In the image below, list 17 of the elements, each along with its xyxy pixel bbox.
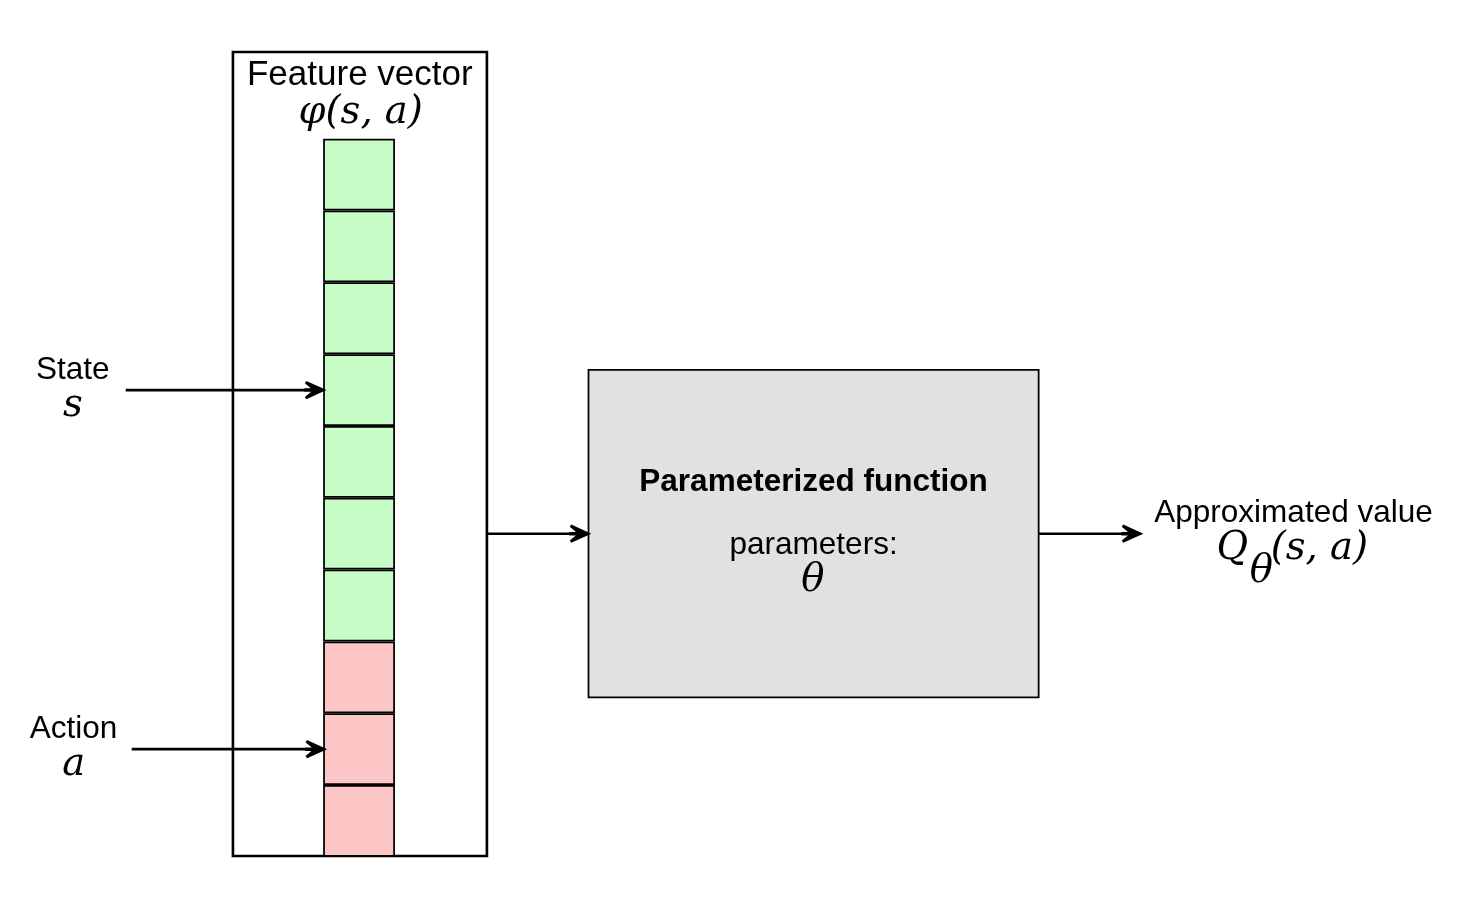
node-box [323, 497, 395, 570]
node-box [323, 569, 395, 641]
node-text: Action a [29, 708, 118, 784]
node-text: State s [35, 349, 110, 425]
node-box [323, 353, 395, 426]
node-box [323, 784, 395, 857]
node-box [323, 712, 395, 785]
node-box: Parameterized function parameters: θ [587, 368, 1040, 698]
node-box [323, 138, 395, 211]
node-box [323, 425, 395, 498]
arrow [131, 739, 326, 758]
arrow [125, 380, 325, 399]
node-box [323, 640, 395, 713]
arrow [1038, 524, 1142, 543]
node-box [323, 210, 395, 282]
arrow [486, 524, 590, 543]
node-box [323, 281, 395, 354]
